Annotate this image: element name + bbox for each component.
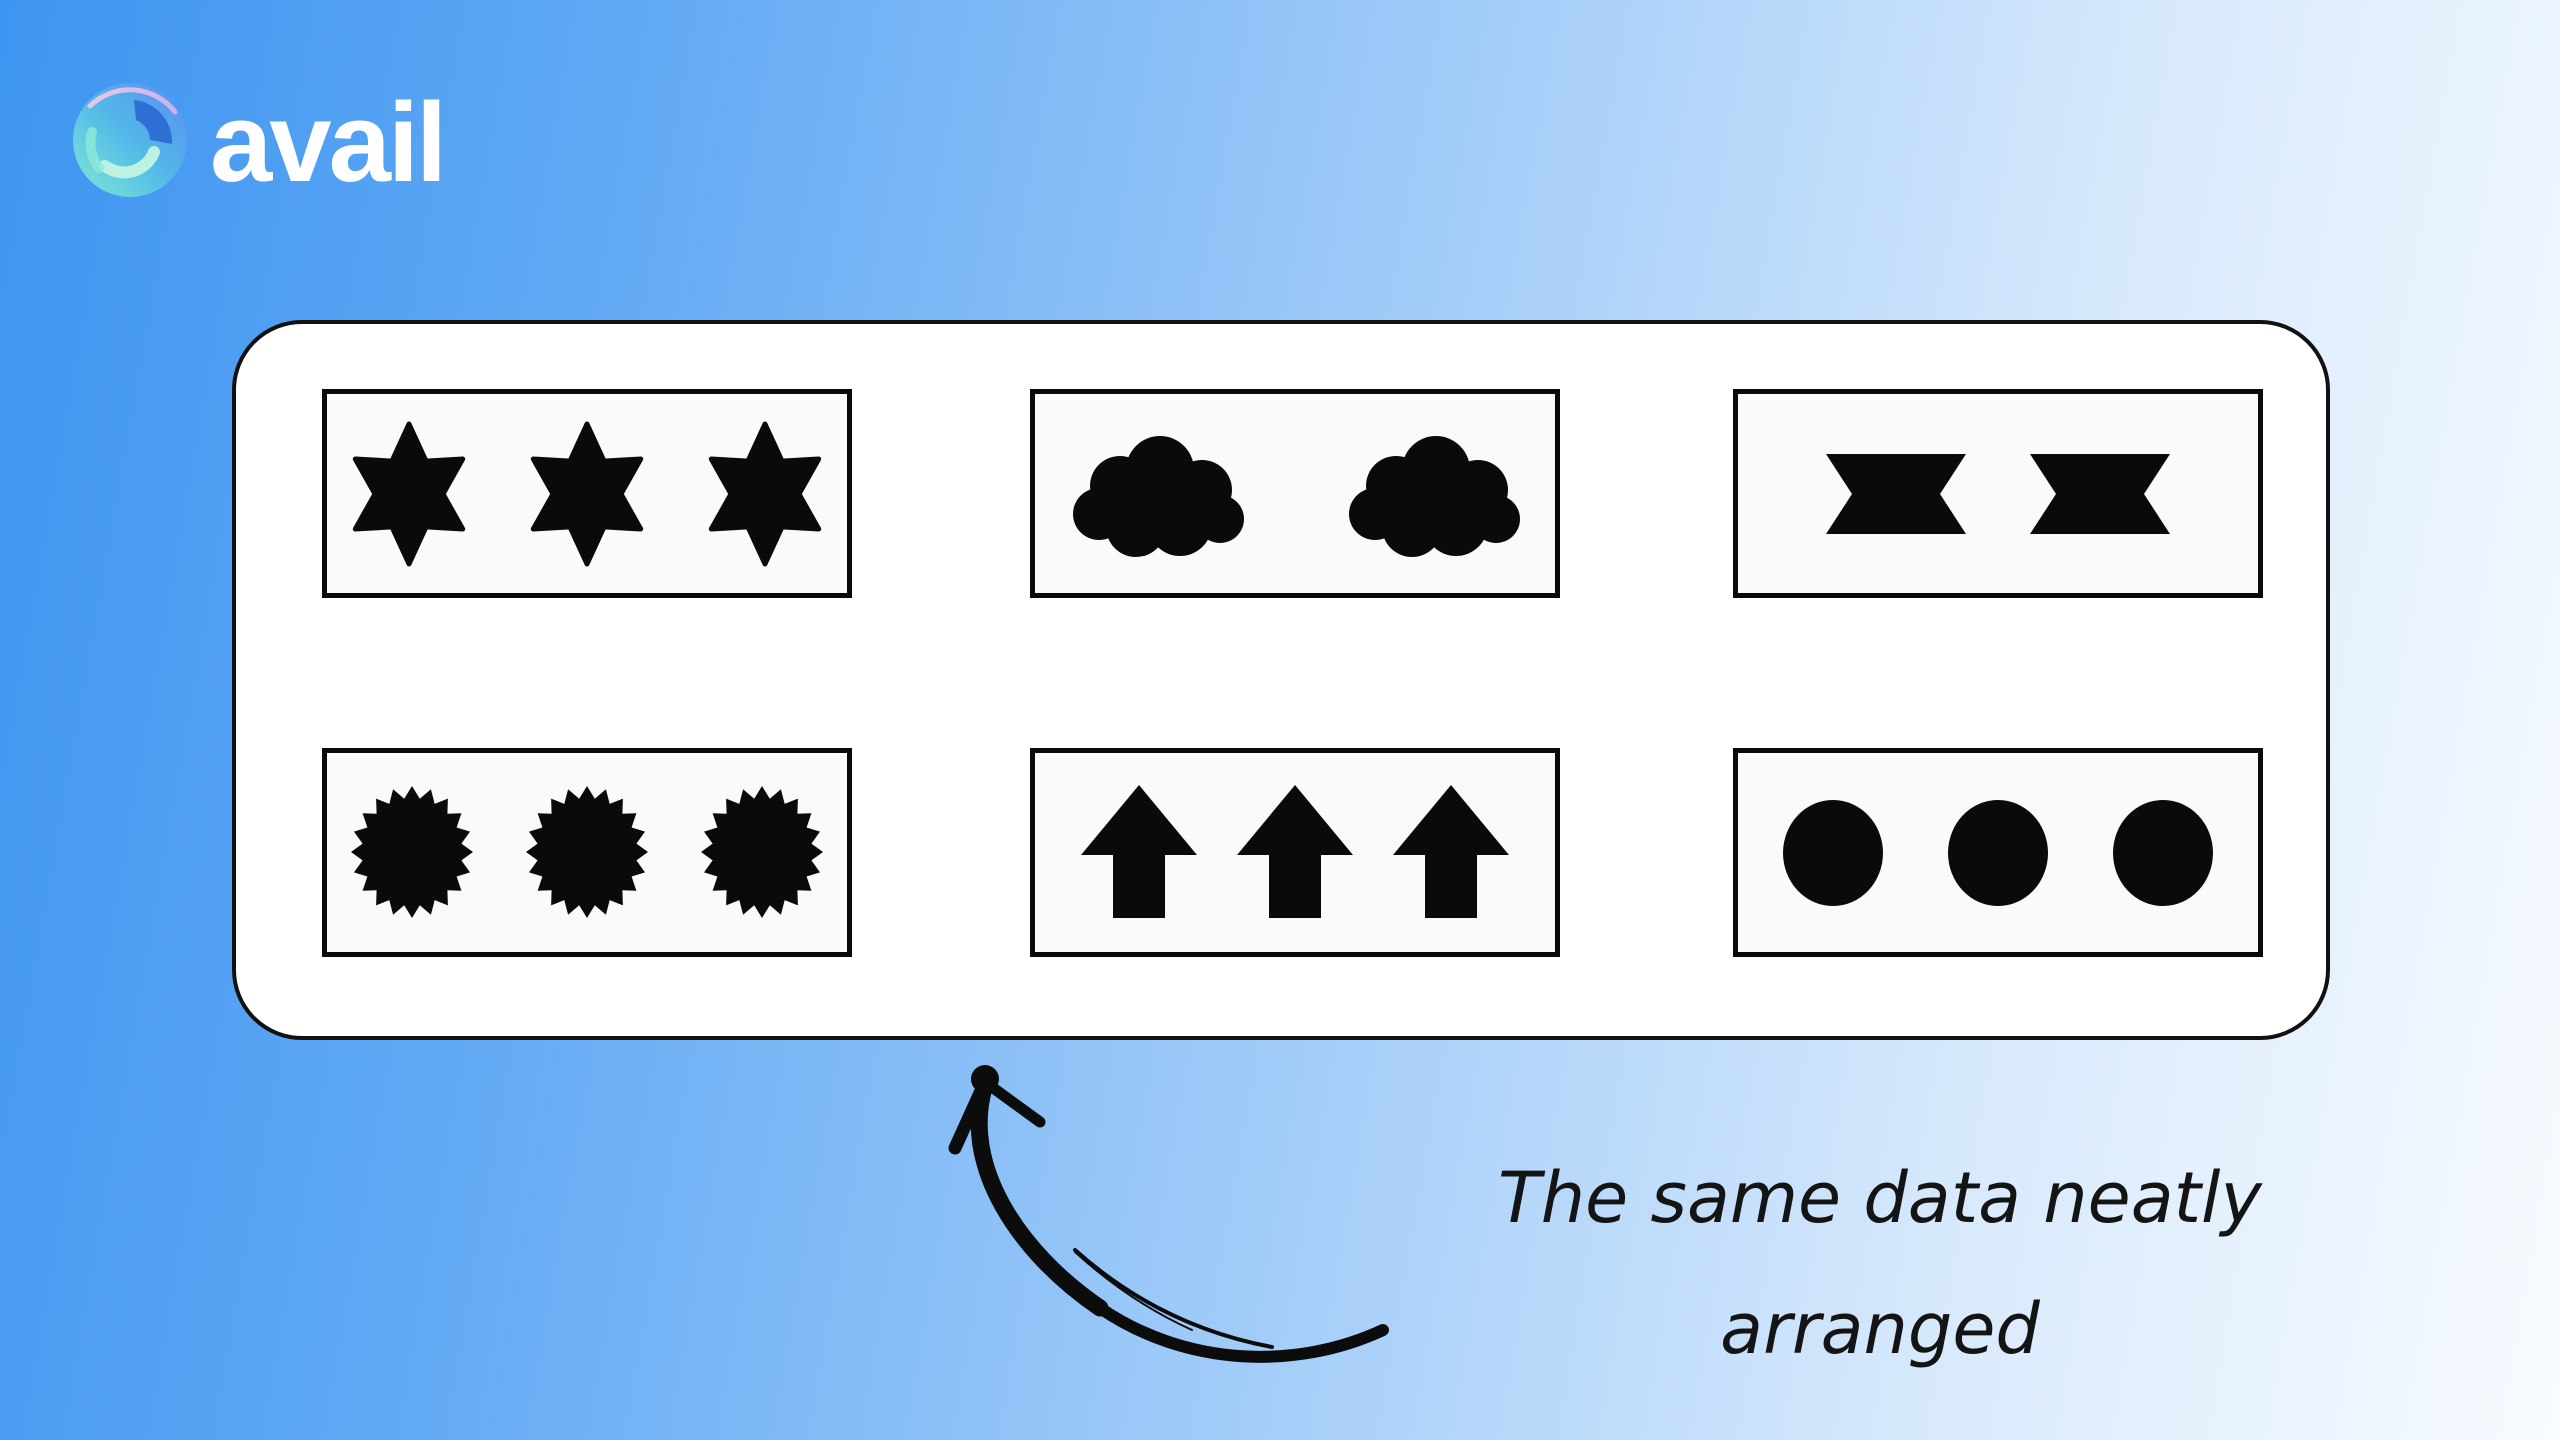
shapes-board xyxy=(232,320,2330,1040)
cloud-shape xyxy=(1349,435,1520,557)
starburst-seal-shape xyxy=(525,786,648,918)
six-pointed-star-shape xyxy=(352,421,466,566)
shape-panel-arrows xyxy=(1030,748,1560,957)
shape-panel-stars xyxy=(322,389,852,598)
six-pointed-star-shape xyxy=(708,421,822,566)
brand-wordmark: avail xyxy=(210,79,447,205)
avail-swirl-logo-icon xyxy=(70,80,190,205)
starburst-seal-shape xyxy=(350,786,473,918)
starburst-seal-shape xyxy=(700,786,823,918)
six-pointed-star-shape xyxy=(530,421,644,566)
notched-ribbon-shape xyxy=(1826,453,1966,534)
arrow-up-shape xyxy=(1237,785,1353,918)
caption-line-1: The same data neatly xyxy=(1498,1157,2262,1239)
brand-logo: avail xyxy=(70,79,447,205)
circle-shape xyxy=(2112,799,2213,906)
arrow-up-shape xyxy=(1081,785,1197,918)
caption: The same data neatly arranged xyxy=(1400,1158,2360,1369)
notched-ribbon-shape xyxy=(2030,453,2170,534)
circle-shape xyxy=(1782,799,1883,906)
shape-panel-ribbons xyxy=(1733,389,2263,598)
shape-panel-seals xyxy=(322,748,852,957)
shape-panel-clouds xyxy=(1030,389,1560,598)
cloud-shape xyxy=(1073,435,1244,557)
shape-panel-dots xyxy=(1733,748,2263,957)
caption-line-2: arranged xyxy=(1720,1287,2040,1370)
circle-shape xyxy=(1947,799,2048,906)
arrow-up-shape xyxy=(1393,785,1509,918)
